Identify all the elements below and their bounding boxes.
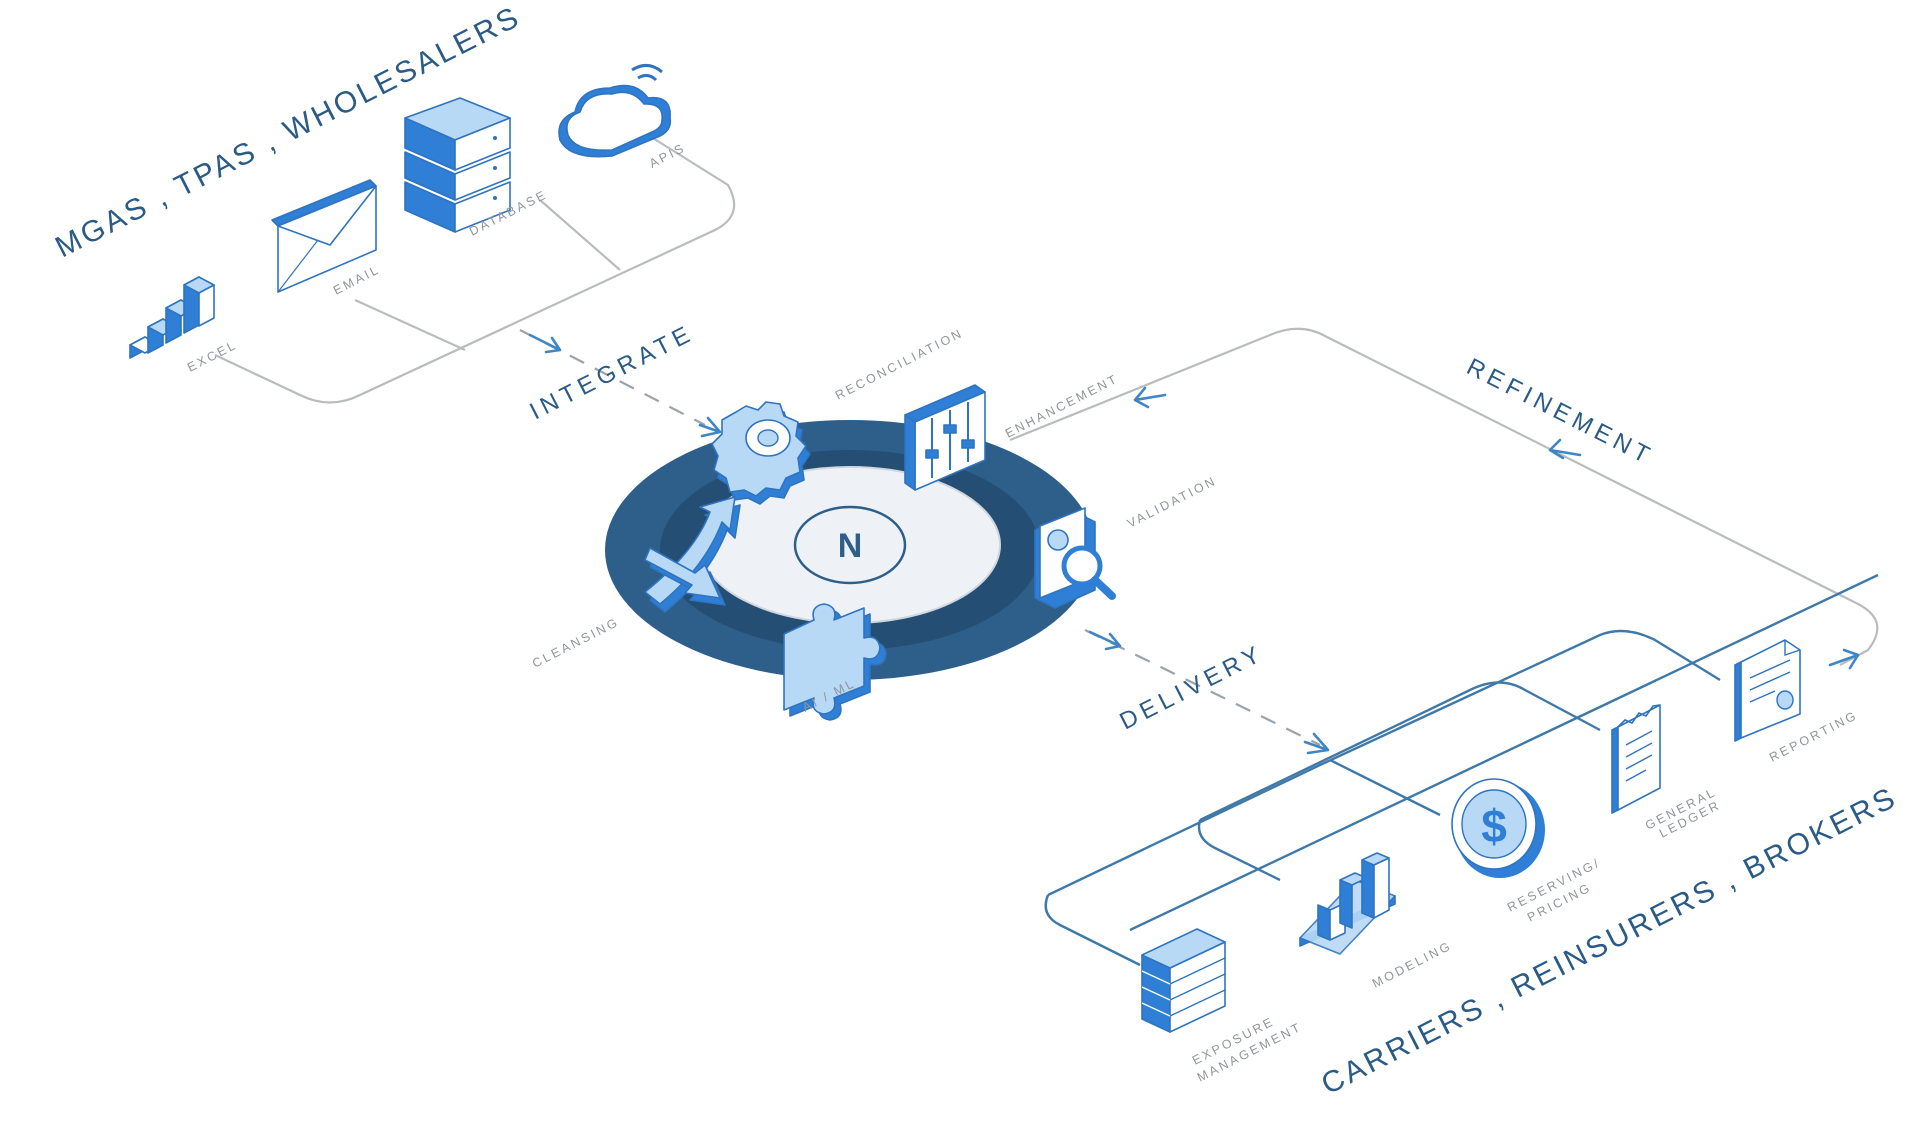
envelope-icon xyxy=(271,179,377,293)
gear-icon xyxy=(711,401,811,505)
refinement-loop xyxy=(1009,327,1879,666)
modeling-label: MODELING xyxy=(1370,938,1454,990)
destinations-heading: CARRIERS , REINSURERS , BROKERS xyxy=(1316,781,1903,1102)
cleansing-label: CLEANSING xyxy=(530,615,622,671)
sliders-icon xyxy=(904,384,986,491)
hub-logo-letter: N xyxy=(838,527,863,565)
excel-label: EXCEL xyxy=(185,338,239,375)
email-source: EMAIL xyxy=(271,179,382,298)
apis-source: APIS xyxy=(558,64,688,171)
document-icon xyxy=(1734,639,1801,742)
apis-label: APIS xyxy=(647,141,688,171)
svg-text:$: $ xyxy=(1481,800,1507,852)
dollar-coin-icon: $ xyxy=(1451,778,1545,878)
reporting-output: REPORTING xyxy=(1734,639,1860,765)
reconciliation-label: RECONCILIATION xyxy=(833,326,966,403)
delivery-arrow xyxy=(1084,629,1330,755)
reserving-pricing-output: $ RESERVING/ PRICING xyxy=(1451,778,1603,925)
delivery-label: DELIVERY xyxy=(1115,639,1268,735)
hub-logo-ring xyxy=(793,505,907,585)
puzzle-icon xyxy=(783,603,887,721)
validation-label: VALIDATION xyxy=(1125,473,1219,530)
cloud-icon xyxy=(558,64,672,158)
modeling-output: MODELING xyxy=(1299,852,1454,991)
refinement-arrows xyxy=(1133,386,1860,670)
general-ledger-output: GENERAL LEDGER xyxy=(1611,704,1723,841)
output-network xyxy=(1044,573,1879,967)
bar-chart-icon xyxy=(1299,852,1396,955)
database-icon xyxy=(404,97,511,233)
enhancement-label: ENHANCEMENT xyxy=(1003,371,1121,440)
excel-source: EXCEL xyxy=(129,276,239,375)
database-source: DATABASE xyxy=(404,97,550,239)
brick-wall-icon xyxy=(1141,928,1226,1033)
integrate-arrow xyxy=(519,329,722,438)
exposure-management-output: EXPOSURE MANAGEMENT xyxy=(1141,928,1304,1085)
magnifier-icon xyxy=(1034,507,1116,609)
bar-chart-icon xyxy=(129,276,215,359)
receipt-icon xyxy=(1611,704,1661,814)
ai-ml-process: AI / ML xyxy=(783,603,887,721)
cross-arrows-icon xyxy=(644,496,741,613)
source-connectors xyxy=(214,129,736,404)
email-label: EMAIL xyxy=(331,262,382,297)
